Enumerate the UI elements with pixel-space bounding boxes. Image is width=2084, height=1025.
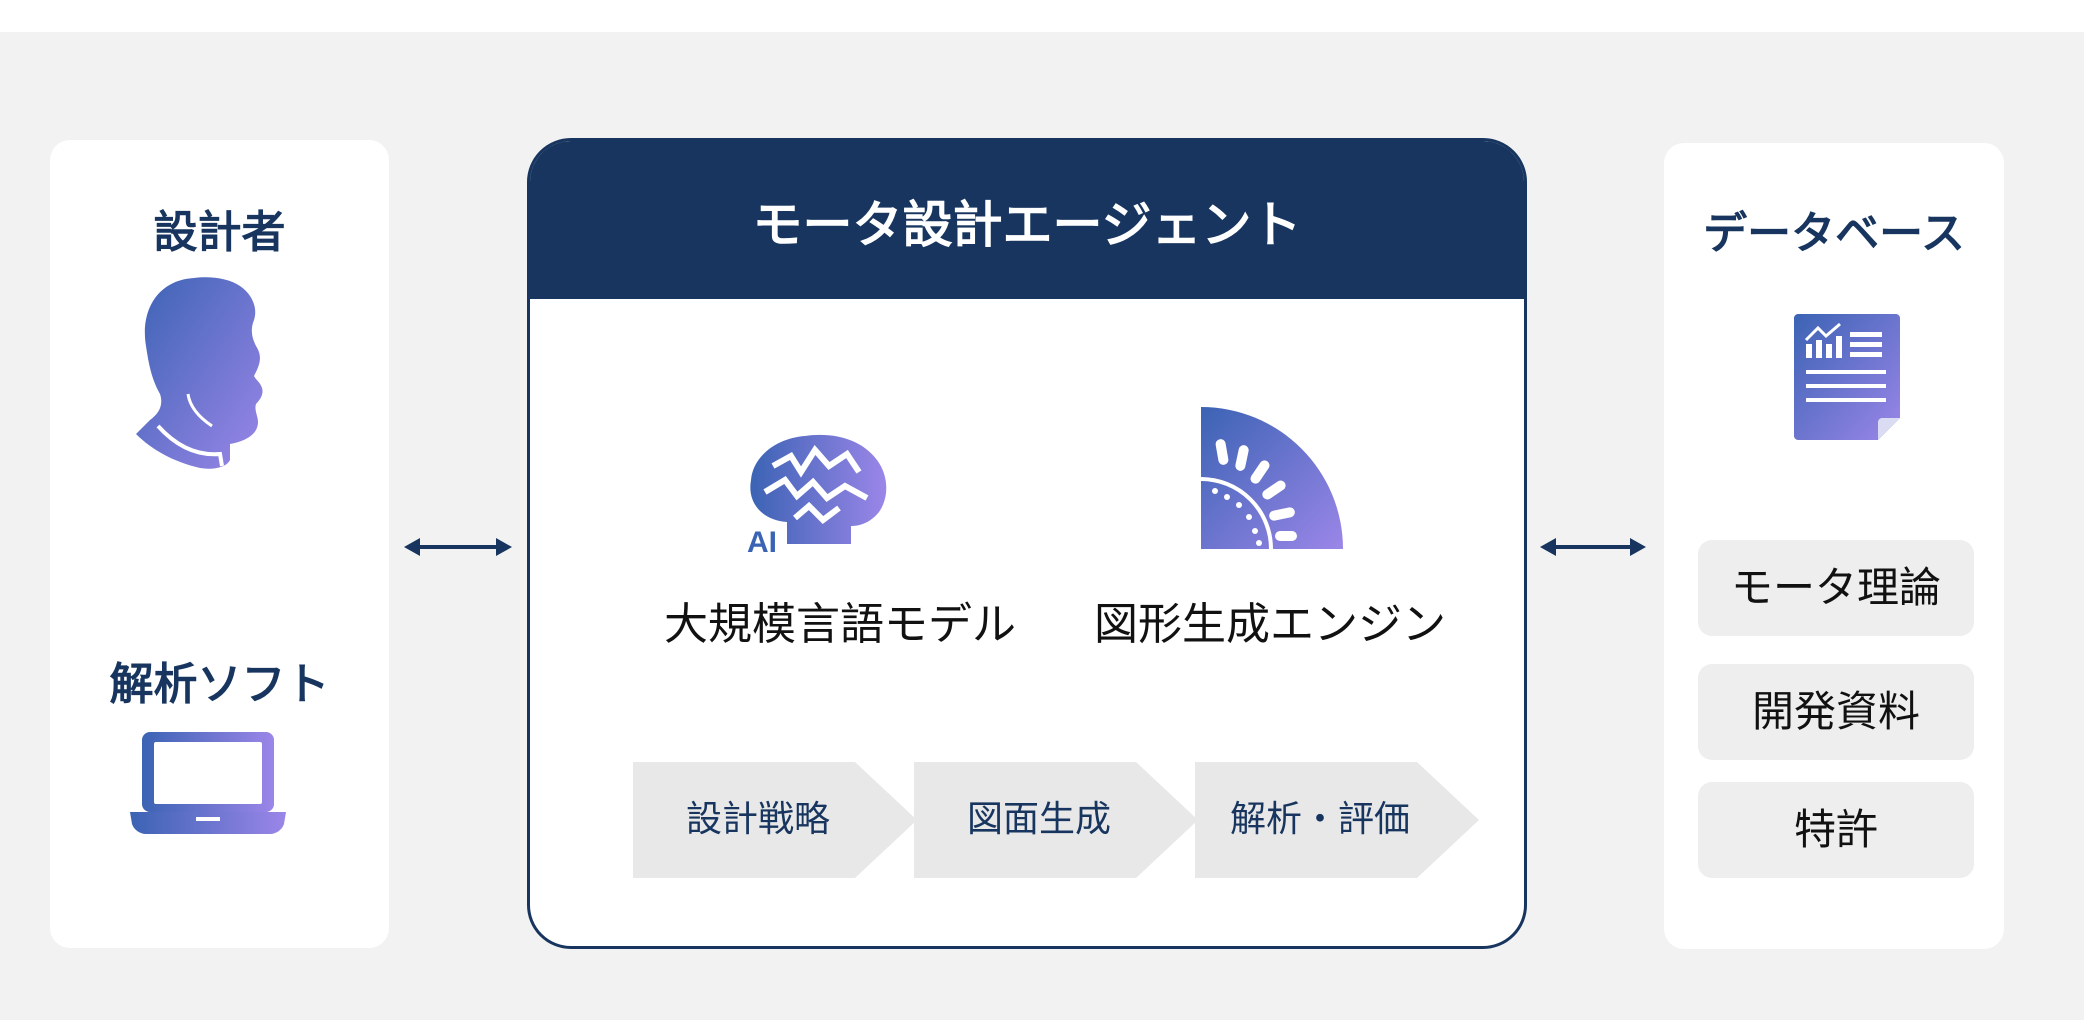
agent-title: モータ設計エージェント bbox=[752, 196, 1302, 254]
left-actors-panel: 設計者 解析ソフト bbox=[50, 140, 389, 948]
step-label: 図面生成 bbox=[966, 799, 1111, 840]
ai-brain-icon: AI bbox=[743, 426, 893, 556]
database-title: データベース bbox=[1703, 208, 1965, 259]
motor-cross-section-icon bbox=[1201, 407, 1343, 549]
process-step-drawing-generation: 図面生成 bbox=[914, 762, 1198, 878]
database-item-motor-theory: モータ理論 bbox=[1698, 540, 1974, 636]
database-item-development-docs: 開発資料 bbox=[1698, 664, 1974, 760]
document-chart-icon bbox=[1794, 314, 1900, 440]
ai-text: AI bbox=[747, 526, 777, 556]
step-label: 解析・評価 bbox=[1229, 799, 1410, 840]
step-label: 設計戦略 bbox=[685, 799, 830, 840]
shape-engine-label: 図形生成エンジン bbox=[1094, 599, 1446, 650]
process-step-analysis-evaluation: 解析・評価 bbox=[1195, 762, 1479, 878]
llm-label: 大規模言語モデル bbox=[664, 599, 1016, 650]
process-step-design-strategy: 設計戦略 bbox=[633, 762, 917, 878]
designer-agent-bidirectional-arrow bbox=[404, 536, 512, 558]
motor-design-agent-box: モータ設計エージェント AI 大規模言語モデル bbox=[527, 138, 1527, 949]
database-item-patents: 特許 bbox=[1698, 782, 1974, 878]
person-head-profile-icon bbox=[130, 276, 290, 476]
agent-database-bidirectional-arrow bbox=[1540, 536, 1646, 558]
laptop-icon bbox=[130, 730, 286, 834]
agent-header: モータ設計エージェント bbox=[530, 141, 1524, 299]
software-label: 解析ソフト bbox=[109, 659, 330, 710]
designer-label: 設計者 bbox=[153, 207, 286, 258]
